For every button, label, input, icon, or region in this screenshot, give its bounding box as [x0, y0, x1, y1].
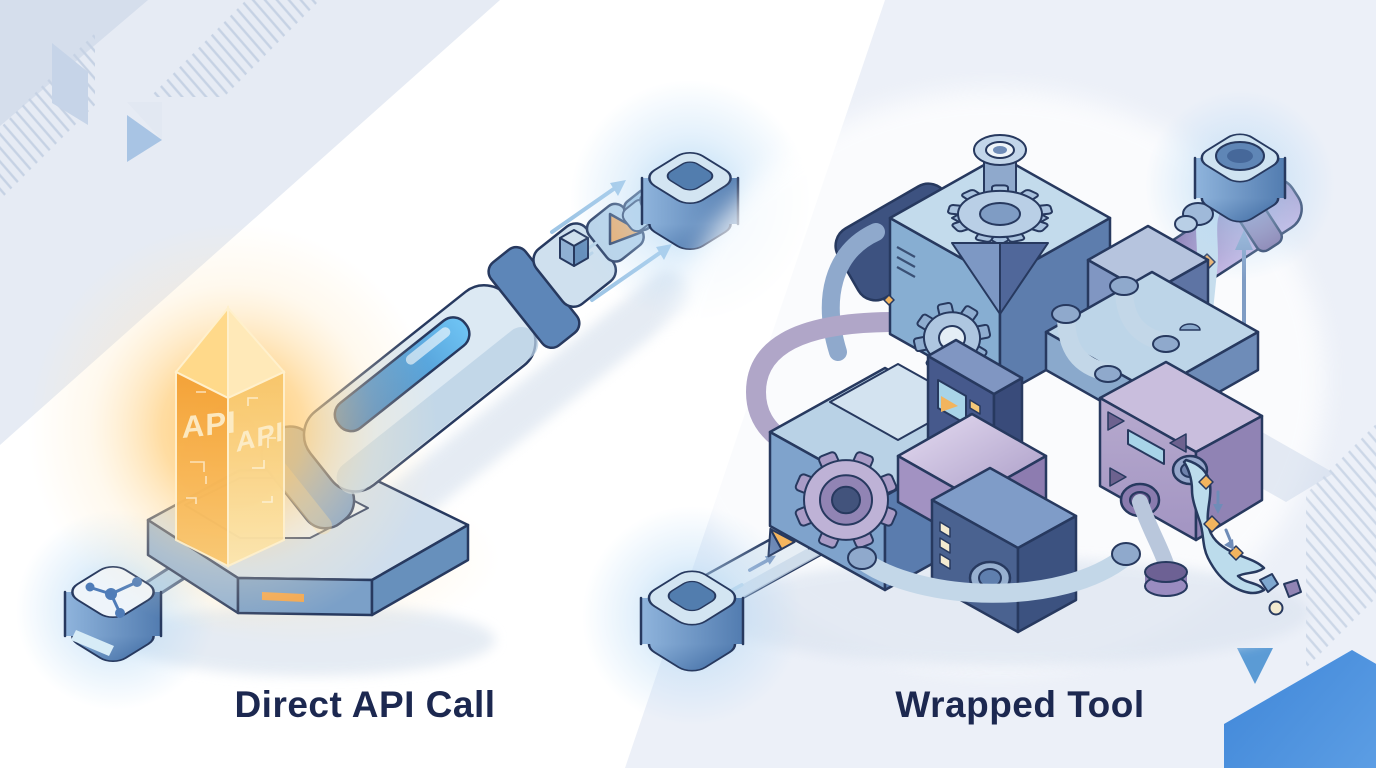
gear-hub: [980, 203, 1020, 225]
diagonal-stripes: [150, 0, 320, 97]
fragment-purple: [1283, 579, 1302, 598]
output-fragments: [1259, 573, 1302, 616]
funnel-pyramid-right: [999, 242, 1049, 315]
pipe-flange: [1109, 276, 1139, 296]
stream-diamond: [1228, 545, 1244, 561]
elbow-pipes: [1051, 276, 1180, 383]
caption-wrapped-tool: Wrapped Tool: [895, 684, 1145, 725]
triangle-decoration-blue: [127, 115, 162, 162]
play-flag-decoration: [52, 43, 88, 125]
crystal-face-left: [175, 370, 229, 568]
fragment-circle: [1268, 600, 1284, 616]
pipe-flange: [1152, 335, 1180, 353]
pipe-flange: [1094, 365, 1122, 383]
pipe-base-ring-top: [1144, 561, 1188, 583]
stream-diamond: [1203, 515, 1221, 533]
vent-lines: [896, 246, 916, 278]
stream-diamond: [1198, 474, 1214, 490]
api-crystal: API API: [174, 305, 286, 568]
hexagon-decoration: [1224, 650, 1376, 768]
cap-lens-hole: [993, 146, 1007, 154]
flow-arrowhead: [1224, 539, 1234, 550]
box-slot-window: [1127, 429, 1165, 465]
corner-decoration-bottom-right: [1224, 424, 1376, 768]
circuit-traces: [186, 391, 276, 504]
flow-arrowhead: [1213, 504, 1223, 514]
node-stripe-light: [71, 630, 114, 656]
triangle-cutouts: [1107, 411, 1187, 487]
api-label: API: [182, 404, 237, 445]
tube-collar-ring: [1174, 215, 1198, 233]
gear-hub: [832, 487, 860, 514]
indicator-lights: [939, 521, 951, 570]
node-port-hole: [667, 580, 717, 612]
input-node: [639, 570, 745, 672]
bottom-pipe-run: [847, 542, 1141, 603]
node-port-hole: [666, 161, 714, 191]
window-triangle: [941, 396, 958, 412]
gear-cap: [947, 185, 1052, 242]
tube-shadow: [383, 271, 692, 526]
top-port-node: [1193, 133, 1287, 223]
block-face-top: [926, 338, 1024, 396]
pipe-flange: [1111, 542, 1141, 566]
slab-notch: [1179, 323, 1201, 331]
fragment-blue: [1259, 573, 1279, 593]
drain-pipe: [1132, 494, 1188, 597]
indicator-dot: [883, 294, 895, 306]
triangle-decoration-light: [127, 102, 162, 140]
crystal-label-left: API: [182, 404, 237, 445]
pipe-flange: [1051, 304, 1081, 324]
caption-direct-api-call: Direct API Call: [234, 684, 496, 725]
node-port-hole-inner: [1227, 149, 1253, 163]
pipe-flange: [847, 546, 877, 570]
crystal-face-right: [227, 370, 285, 568]
platform-face-right: [370, 523, 470, 617]
diagonal-stripes: [1306, 424, 1376, 668]
triangle-down-decoration: [1237, 648, 1273, 684]
wrapped-tool-illustration: [582, 90, 1335, 726]
flow-arrow-down: [1224, 528, 1233, 544]
block-face-right: [1016, 514, 1078, 634]
side-gear: [795, 451, 898, 549]
output-stream: [1182, 458, 1302, 616]
